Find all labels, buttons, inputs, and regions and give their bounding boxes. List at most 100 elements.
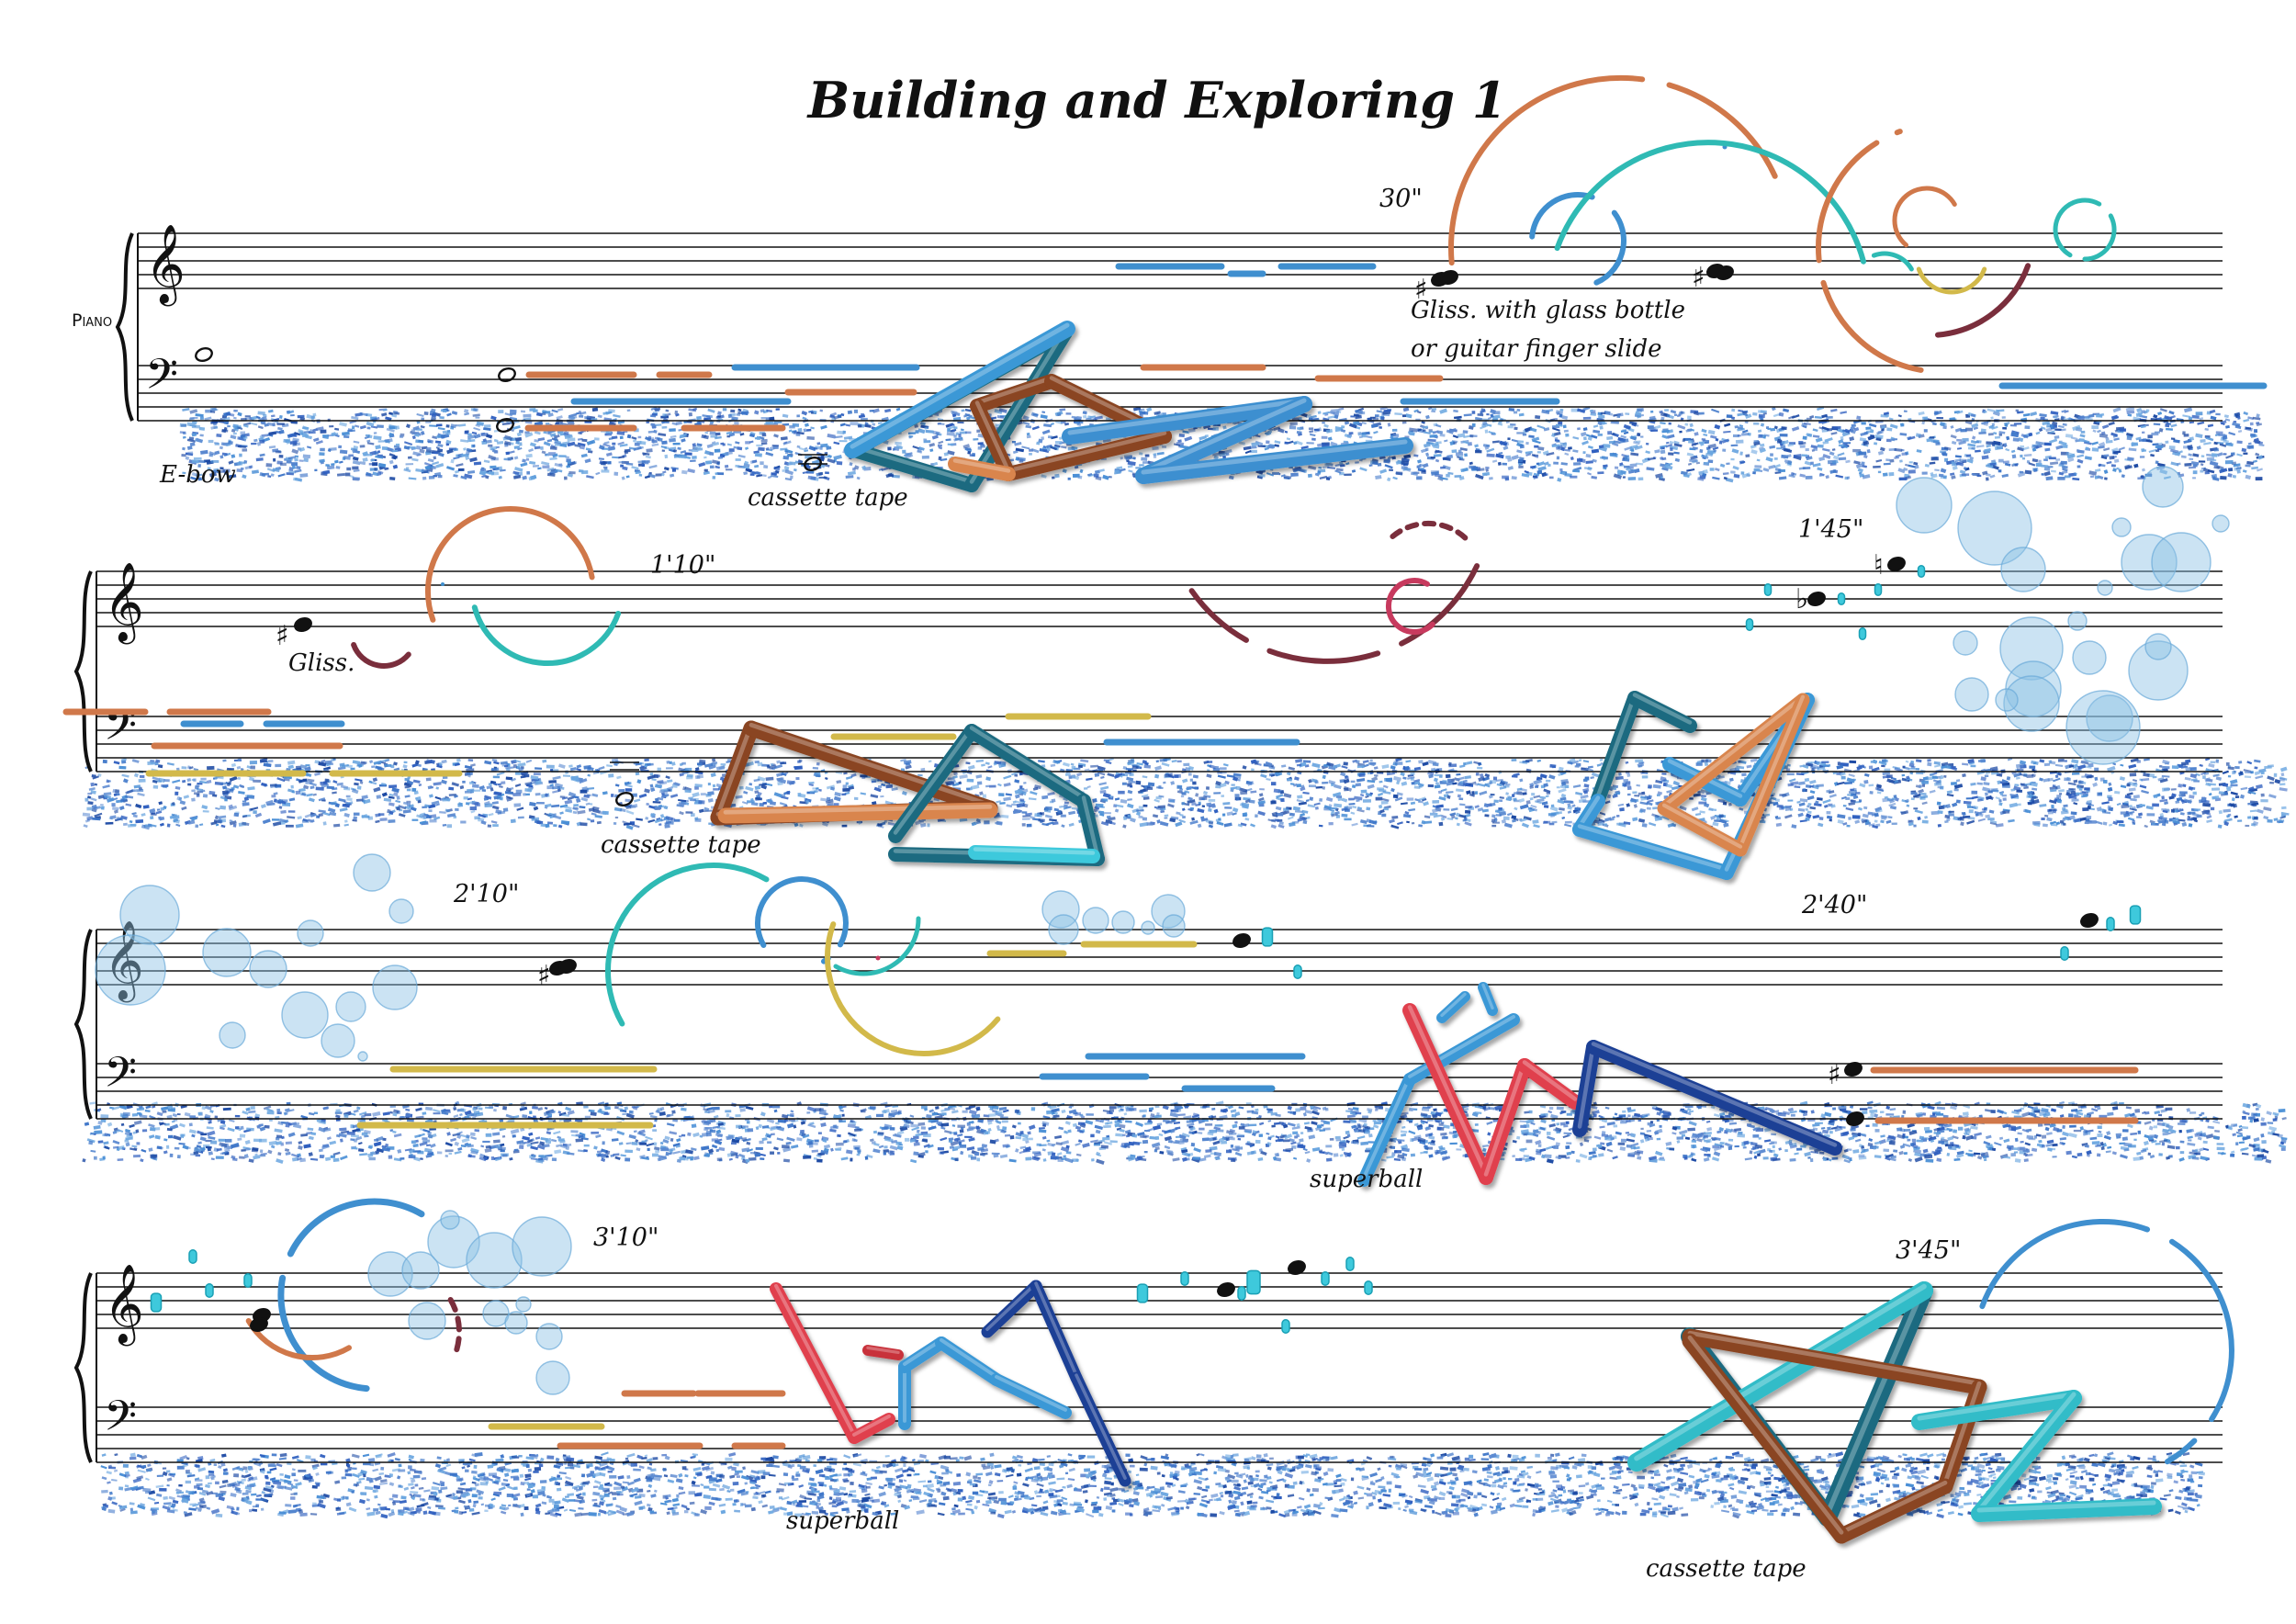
water-fleck xyxy=(1700,789,1705,795)
water-fleck xyxy=(626,409,631,412)
water-fleck xyxy=(2223,414,2229,419)
water-fleck xyxy=(344,472,351,477)
water-fleck xyxy=(529,460,536,465)
water-fleck xyxy=(1707,450,1716,454)
water-fleck xyxy=(953,434,957,438)
water-fleck xyxy=(271,795,276,798)
water-fleck xyxy=(1491,814,1496,818)
water-fleck xyxy=(977,442,984,445)
water-fleck xyxy=(1309,430,1314,434)
water-fleck xyxy=(1463,434,1471,438)
water-fleck xyxy=(2064,475,2071,479)
water-fleck xyxy=(1971,790,1978,795)
water-fleck xyxy=(343,434,350,439)
water-fleck xyxy=(1836,764,1844,770)
water-fleck xyxy=(1617,803,1625,806)
water-fleck xyxy=(313,437,320,442)
water-fleck xyxy=(1723,430,1731,434)
water-fleck xyxy=(1557,477,1562,482)
water-fleck xyxy=(1440,466,1446,469)
water-fleck xyxy=(625,809,635,815)
water-fleck xyxy=(259,453,265,457)
water-fleck xyxy=(1599,425,1604,430)
water-fleck xyxy=(785,450,789,455)
water-fleck xyxy=(1787,443,1795,447)
water-fleck xyxy=(517,447,523,451)
water-fleck xyxy=(1812,428,1818,433)
water-fleck xyxy=(236,468,243,473)
water-fleck xyxy=(1684,423,1689,426)
water-fleck xyxy=(2251,466,2259,470)
water-fleck xyxy=(319,452,325,457)
water-fleck xyxy=(464,412,469,416)
water-fleck xyxy=(216,469,226,474)
water-fleck xyxy=(422,476,427,480)
water-fleck xyxy=(1760,418,1764,422)
water-fleck xyxy=(542,465,550,468)
water-fleck xyxy=(1379,426,1382,429)
water-fleck xyxy=(2038,459,2042,463)
water-fleck xyxy=(1825,475,1829,479)
water-fleck xyxy=(1745,454,1750,458)
water-fleck xyxy=(2042,823,2048,828)
water-fleck xyxy=(481,788,487,792)
water-fleck xyxy=(612,442,616,445)
water-fleck xyxy=(366,471,372,477)
water-fleck xyxy=(735,441,740,445)
water-fleck xyxy=(244,415,251,418)
water-fleck xyxy=(1998,458,2004,463)
water-fleck xyxy=(1107,773,1115,778)
water-fleck xyxy=(415,439,424,444)
water-fleck xyxy=(199,823,204,827)
water-fleck xyxy=(2220,476,2227,480)
water-fleck xyxy=(181,766,187,770)
water-fleck xyxy=(288,469,297,474)
water-fleck xyxy=(1950,424,1954,429)
water-fleck xyxy=(1805,475,1813,479)
water-fleck xyxy=(359,424,366,430)
water-fleck xyxy=(1322,422,1325,424)
water-fleck xyxy=(472,413,480,417)
water-fleck xyxy=(513,803,522,807)
water-fleck xyxy=(1752,412,1758,416)
water-fleck xyxy=(773,434,779,438)
water-fleck xyxy=(365,434,370,437)
water-fleck xyxy=(1420,448,1428,454)
water-fleck xyxy=(2048,457,2056,460)
water-fleck xyxy=(2106,461,2112,465)
water-fleck xyxy=(1392,434,1400,438)
water-fleck xyxy=(1991,423,1996,426)
water-fleck xyxy=(1784,814,1793,819)
water-fleck xyxy=(2062,466,2068,469)
water-fleck xyxy=(1582,427,1588,432)
water-fleck xyxy=(278,414,283,419)
water-fleck xyxy=(1518,465,1524,468)
water-fleck xyxy=(1000,814,1009,818)
water-fleck xyxy=(434,440,442,444)
water-fleck xyxy=(2130,797,2137,802)
water-fleck xyxy=(453,474,458,478)
water-fleck xyxy=(2118,446,2125,451)
water-fleck xyxy=(1243,445,1252,451)
water-fleck xyxy=(1660,449,1666,455)
water-fleck xyxy=(1122,824,1127,829)
water-fleck xyxy=(2163,476,2171,479)
water-fleck xyxy=(211,407,217,412)
water-fleck xyxy=(1413,454,1419,457)
water-fleck xyxy=(361,795,368,800)
water-fleck xyxy=(179,800,186,806)
water-fleck xyxy=(953,437,960,442)
water-fleck xyxy=(1351,822,1358,827)
water-fleck xyxy=(1701,795,1706,798)
water-fleck xyxy=(1325,796,1334,802)
water-fleck xyxy=(1559,807,1565,811)
water-fleck xyxy=(1162,445,1167,448)
water-fleck xyxy=(1668,452,1674,456)
water-fleck xyxy=(806,435,815,440)
water-fleck xyxy=(532,465,540,468)
water-fleck xyxy=(1669,445,1679,451)
water-fleck xyxy=(2057,424,2065,429)
water-fleck xyxy=(2154,431,2160,434)
water-fleck xyxy=(402,764,408,769)
water-fleck xyxy=(322,469,331,475)
